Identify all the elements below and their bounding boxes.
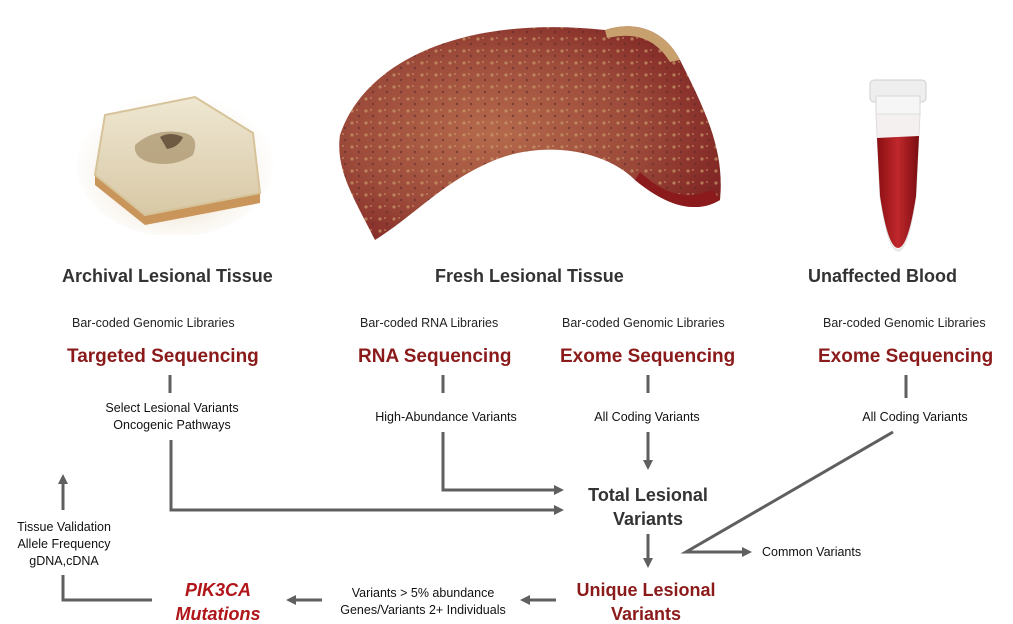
validation-line1: Tissue Validation (4, 519, 124, 536)
fresh-exome-output: All Coding Variants (582, 409, 712, 426)
rna-output: High-Abundance Variants (362, 409, 530, 426)
filter-line2: Genes/Variants 2+ Individuals (318, 602, 528, 619)
fresh-title: Fresh Lesional Tissue (435, 266, 624, 287)
unique-lesional-variants: Unique Lesional Variants (558, 578, 734, 624)
validation-line2: Allele Frequency (4, 536, 124, 553)
common-variants: Common Variants (762, 544, 861, 561)
total-line1: Total Lesional (566, 483, 730, 507)
filter-criteria: Variants > 5% abundance Genes/Variants 2… (318, 585, 528, 619)
blood-exome-sequencing-label: Exome Sequencing (818, 346, 993, 368)
arrow-rna-to-total (443, 432, 560, 490)
targeted-sequencing-label: Targeted Sequencing (67, 346, 259, 368)
fresh-rna-library-label: Bar-coded RNA Libraries (360, 316, 498, 330)
fresh-exome-sequencing-label: Exome Sequencing (560, 346, 735, 368)
arrow-pik-to-validation (63, 575, 152, 600)
pik3ca-mutations-label: Mutations (150, 602, 286, 624)
targeted-output-line1: Select Lesional Variants (92, 400, 252, 417)
blood-title: Unaffected Blood (808, 266, 957, 287)
blood-library-label: Bar-coded Genomic Libraries (823, 316, 986, 330)
validation-line3: gDNA,cDNA (4, 553, 124, 570)
pik3ca-mutations: PIK3CA Mutations (150, 578, 286, 624)
total-line2: Variants (566, 507, 730, 531)
blood-exome-output: All Coding Variants (850, 409, 980, 426)
unique-line2: Variants (558, 602, 734, 624)
unique-line1: Unique Lesional (558, 578, 734, 602)
arrow-targeted-to-total (171, 440, 560, 510)
filter-line1: Variants > 5% abundance (318, 585, 528, 602)
rna-sequencing-label: RNA Sequencing (358, 346, 511, 368)
targeted-output: Select Lesional Variants Oncogenic Pathw… (92, 400, 252, 434)
total-lesional-variants: Total Lesional Variants (566, 483, 730, 531)
archival-title: Archival Lesional Tissue (62, 266, 273, 287)
archival-library-label: Bar-coded Genomic Libraries (72, 316, 235, 330)
fresh-exome-library-label: Bar-coded Genomic Libraries (562, 316, 725, 330)
pik3ca-gene: PIK3CA (150, 578, 286, 602)
targeted-output-line2: Oncogenic Pathways (92, 417, 252, 434)
validation-block: Tissue Validation Allele Frequency gDNA,… (4, 519, 124, 570)
